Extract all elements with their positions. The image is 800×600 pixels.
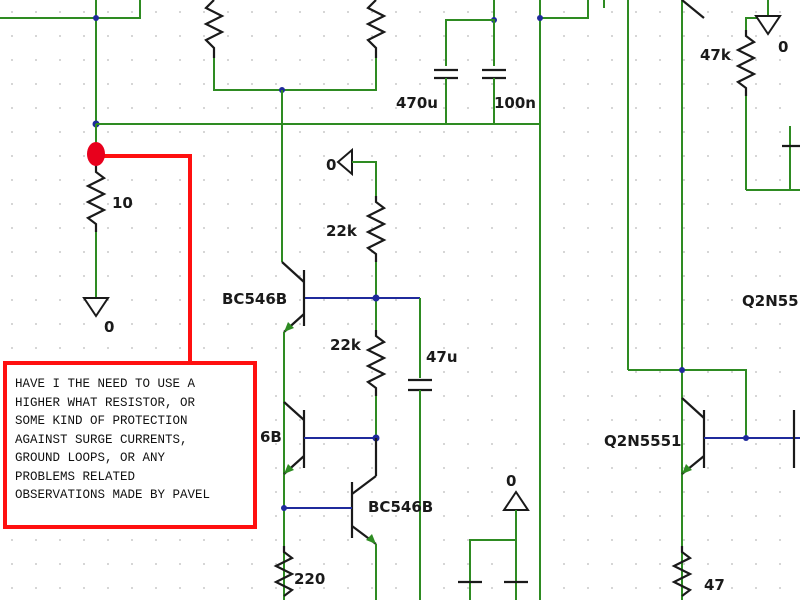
ground-symbol-bottom: 0 (458, 472, 530, 600)
label-bc546b-top: BC546B (222, 290, 287, 308)
label-q2n55: Q2N55 (742, 292, 799, 310)
probe-point (87, 142, 105, 166)
transistor-bc546b-top: BC546B (222, 261, 306, 600)
ground-symbol-right: 0 (754, 0, 800, 190)
capacitors-top: 470u 100n (396, 0, 536, 124)
label-cap-470u: 470u (396, 94, 438, 112)
label-gnd-bottom: 0 (506, 472, 516, 490)
transistor-bc546b-mid: 6B (260, 401, 376, 475)
label-r-47: 47 (704, 576, 725, 594)
transistor-q2n5551: Q2N5551 Q2N55 (604, 292, 800, 475)
label-gnd-right: 0 (778, 38, 788, 56)
label-r-220: 220 (294, 570, 325, 588)
label-r-10: 10 (112, 194, 133, 212)
label-r-22k-mid: 22k (330, 336, 362, 354)
resistor-10: 10 (85, 165, 133, 298)
annotation-box: HAVE I THE NEED TO USE A HIGHER WHAT RES… (3, 361, 257, 529)
resistor-47: 47 (671, 546, 725, 597)
label-cap-47u: 47u (426, 348, 458, 366)
label-src-0: 0 (326, 156, 336, 174)
resistor-47k: 47k (603, 0, 800, 600)
source-and-22k: 0 22k 22k (304, 147, 421, 442)
label-r-47k: 47k (700, 46, 732, 64)
label-bc546b-mid: 6B (260, 428, 282, 446)
annotation-text: HAVE I THE NEED TO USE A HIGHER WHAT RES… (15, 377, 211, 502)
top-resistors (203, 0, 387, 262)
label-cap-100n: 100n (494, 94, 536, 112)
center-rails (537, 0, 589, 600)
highlight-pointer (87, 142, 192, 362)
resistor-220: 220 (273, 546, 325, 597)
ground-symbol-left: 0 (82, 297, 114, 336)
label-r-22k-top: 22k (326, 222, 358, 240)
transistor-bc546b-low: BC546B (281, 438, 433, 600)
label-gnd-left: 0 (104, 318, 114, 336)
capacitor-47u: 47u (408, 348, 458, 600)
label-bc546b-low: BC546B (368, 498, 433, 516)
label-q2n5551: Q2N5551 (604, 432, 682, 450)
